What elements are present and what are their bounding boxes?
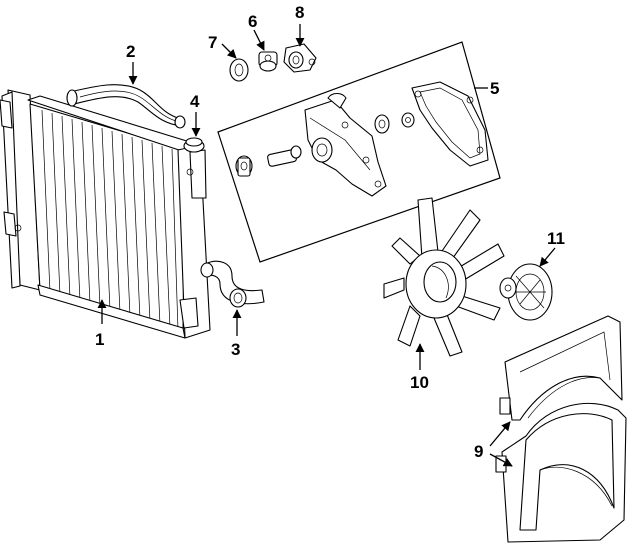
- thermostat: [258, 51, 278, 72]
- thermostat-housing: [283, 43, 317, 73]
- fan-shroud: [495, 315, 627, 543]
- callout-labels: 1 2 3 4 5 6 7 8 9 10 11: [95, 3, 565, 461]
- callout-1: 1: [95, 330, 104, 349]
- radiator: [0, 89, 211, 339]
- lower-radiator-hose: [200, 260, 265, 308]
- callout-5: 5: [490, 79, 499, 98]
- callout-10: 10: [410, 373, 429, 392]
- callout-6: 6: [248, 12, 257, 31]
- thermostat-gasket: [229, 58, 249, 82]
- leader-lines: [97, 24, 556, 467]
- callout-3: 3: [231, 340, 240, 359]
- callout-4: 4: [190, 92, 200, 111]
- water-pump-assembly: [217, 41, 501, 263]
- callout-11: 11: [547, 229, 565, 248]
- callout-8: 8: [295, 3, 304, 22]
- upper-radiator-hose: [66, 84, 186, 129]
- fan-blade: [383, 197, 505, 357]
- fan-clutch: [499, 263, 553, 321]
- callout-7: 7: [208, 33, 217, 52]
- callout-9: 9: [474, 442, 483, 461]
- callout-2: 2: [126, 42, 135, 61]
